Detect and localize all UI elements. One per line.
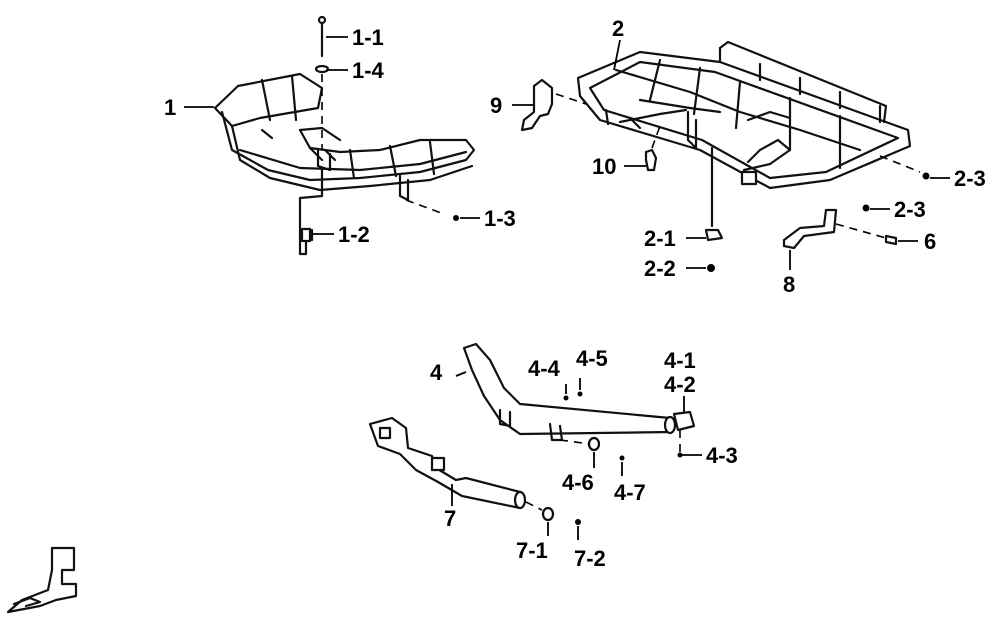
front-direction-icon <box>6 546 78 614</box>
nut-4-6 <box>587 436 601 452</box>
label-4: 4 <box>430 360 443 385</box>
label-2-1: 2-1 <box>644 226 676 251</box>
label-4-2: 4-2 <box>664 372 696 397</box>
label-4-7: 4-7 <box>614 480 646 505</box>
bolt-4-5 <box>577 391 583 397</box>
label-2-3-lower: 2-3 <box>894 197 926 222</box>
bolt-4-7 <box>619 455 625 461</box>
bracket-9 <box>520 78 587 132</box>
label-4-1: 4-1 <box>664 348 696 373</box>
label-8: 8 <box>783 272 795 297</box>
cap-4-1 <box>672 410 696 432</box>
label-7-2: 7-2 <box>574 546 606 571</box>
bolt-7-2 <box>575 519 581 525</box>
label-2: 2 <box>612 16 624 41</box>
bracket-8 <box>782 208 838 250</box>
tube-bar-4 <box>462 342 677 442</box>
label-4-6: 4-6 <box>562 470 594 495</box>
washer-1-4 <box>314 64 330 74</box>
label-7: 7 <box>444 506 456 531</box>
label-2-2: 2-2 <box>644 256 676 281</box>
label-9: 9 <box>490 93 502 118</box>
nut-2-3-lower <box>862 204 870 212</box>
nut-7-1 <box>541 506 555 522</box>
part-labels: 1 1-1 1-4 1-2 1-3 2 9 10 2-1 2-2 2-3 2-3… <box>164 16 986 571</box>
nut-2-2 <box>707 264 715 272</box>
nut-2-3-upper <box>922 172 930 180</box>
label-1-1: 1-1 <box>352 25 384 50</box>
bolt-10 <box>644 125 661 172</box>
bracket-1-2 <box>298 166 324 256</box>
rear-rack <box>576 40 912 190</box>
label-1-3: 1-3 <box>484 206 516 231</box>
leader-lines <box>184 36 950 540</box>
label-10: 10 <box>592 154 616 179</box>
label-7-1: 7-1 <box>516 538 548 563</box>
washer-4-4 <box>563 395 569 401</box>
bolt-1-1 <box>317 15 327 58</box>
label-6: 6 <box>924 229 936 254</box>
brace-7 <box>368 416 527 510</box>
label-2-3-upper: 2-3 <box>954 166 986 191</box>
bolt-1-3 <box>405 199 459 221</box>
front-rack <box>213 72 476 202</box>
label-1-2: 1-2 <box>338 222 370 247</box>
label-1-4: 1-4 <box>352 58 385 83</box>
label-1: 1 <box>164 95 176 120</box>
label-4-4: 4-4 <box>528 356 561 381</box>
label-4-5: 4-5 <box>576 346 608 371</box>
bolt-6 <box>835 223 898 246</box>
label-4-3: 4-3 <box>706 443 738 468</box>
bolt-4-3 <box>677 452 683 458</box>
bolt-2-1 <box>704 146 724 242</box>
